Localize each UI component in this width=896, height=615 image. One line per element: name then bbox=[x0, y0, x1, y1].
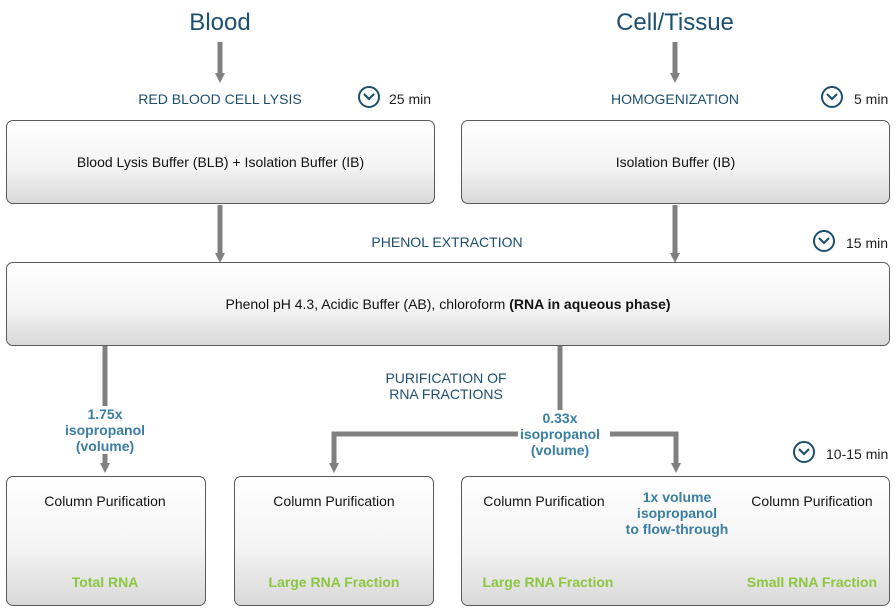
step-purification-line2: RNA FRACTIONS bbox=[389, 386, 503, 402]
time-homogenization: 5 min bbox=[854, 91, 889, 107]
line-split-left bbox=[329, 431, 520, 473]
isopropanol-right-unit: (volume) bbox=[530, 442, 590, 459]
result-large-rna-1: Large RNA Fraction bbox=[268, 574, 400, 590]
flow-through-line3: to flow-through bbox=[625, 521, 729, 538]
column-label-3b: Column Purification bbox=[751, 493, 873, 509]
step-phenol-extraction: PHENOL EXTRACTION bbox=[371, 234, 523, 250]
clock-chevron-icon bbox=[821, 86, 843, 108]
blood-buffer-box: Blood Lysis Buffer (BLB) + Isolation Buf… bbox=[6, 120, 435, 204]
flow-through-label: 1x volume isopropanol to flow-through bbox=[624, 489, 731, 537]
column-label-2: Column Purification bbox=[273, 493, 395, 509]
time-rbc-lysis: 25 min bbox=[389, 91, 432, 107]
column-box-large bbox=[234, 476, 434, 606]
isopropanol-left-unit: (volume) bbox=[75, 438, 135, 455]
source-blood-title: Blood bbox=[189, 9, 251, 36]
flow-through-line2: isopropanol bbox=[636, 505, 718, 522]
column-label-3a: Column Purification bbox=[483, 493, 605, 509]
time-phenol-extraction: 15 min bbox=[846, 235, 889, 251]
clock-chevron-icon bbox=[793, 441, 815, 463]
step-purification-line1: PURIFICATION OF bbox=[385, 370, 507, 386]
phenol-text-normal: Phenol pH 4.3, Acidic Buffer (AB), chlor… bbox=[225, 296, 510, 312]
isopropanol-left-ratio: 1.75x bbox=[87, 406, 123, 422]
isopropanol-right-label: 0.33x isopropanol (volume) bbox=[517, 410, 603, 459]
blood-buffer-text: Blood Lysis Buffer (BLB) + Isolation Buf… bbox=[76, 154, 365, 170]
cell-buffer-text: Isolation Buffer (IB) bbox=[615, 154, 736, 170]
column-box-total bbox=[6, 476, 206, 606]
step-rbc-lysis: RED BLOOD CELL LYSIS bbox=[138, 91, 302, 107]
clock-chevron-icon bbox=[358, 86, 380, 108]
isopropanol-left-word: isopropanol bbox=[64, 422, 146, 439]
column-label-1: Column Purification bbox=[44, 493, 166, 509]
source-cell-tissue-title: Cell/Tissue bbox=[616, 9, 734, 36]
line-split-right bbox=[610, 431, 681, 473]
flow-through-line1: 1x volume bbox=[642, 489, 712, 505]
result-large-rna-2: Large RNA Fraction bbox=[482, 574, 614, 590]
time-purification: 10-15 min bbox=[826, 446, 889, 462]
result-small-rna: Small RNA Fraction bbox=[746, 574, 878, 590]
column-box-fractionation bbox=[461, 476, 890, 606]
step-homogenization: HOMOGENIZATION bbox=[610, 91, 740, 107]
isopropanol-right-ratio: 0.33x bbox=[542, 410, 578, 426]
clock-chevron-icon bbox=[813, 230, 835, 252]
phenol-text: Phenol pH 4.3, Acidic Buffer (AB), chlor… bbox=[225, 296, 670, 312]
phenol-text-bold: (RNA in aqueous phase) bbox=[509, 296, 671, 312]
isopropanol-right-word: isopropanol bbox=[519, 426, 601, 443]
cell-buffer-box: Isolation Buffer (IB) bbox=[461, 120, 890, 204]
phenol-extraction-box: Phenol pH 4.3, Acidic Buffer (AB), chlor… bbox=[6, 262, 890, 346]
isopropanol-left-label: 1.75x isopropanol (volume) bbox=[62, 406, 148, 455]
result-total-rna: Total RNA bbox=[71, 574, 139, 590]
